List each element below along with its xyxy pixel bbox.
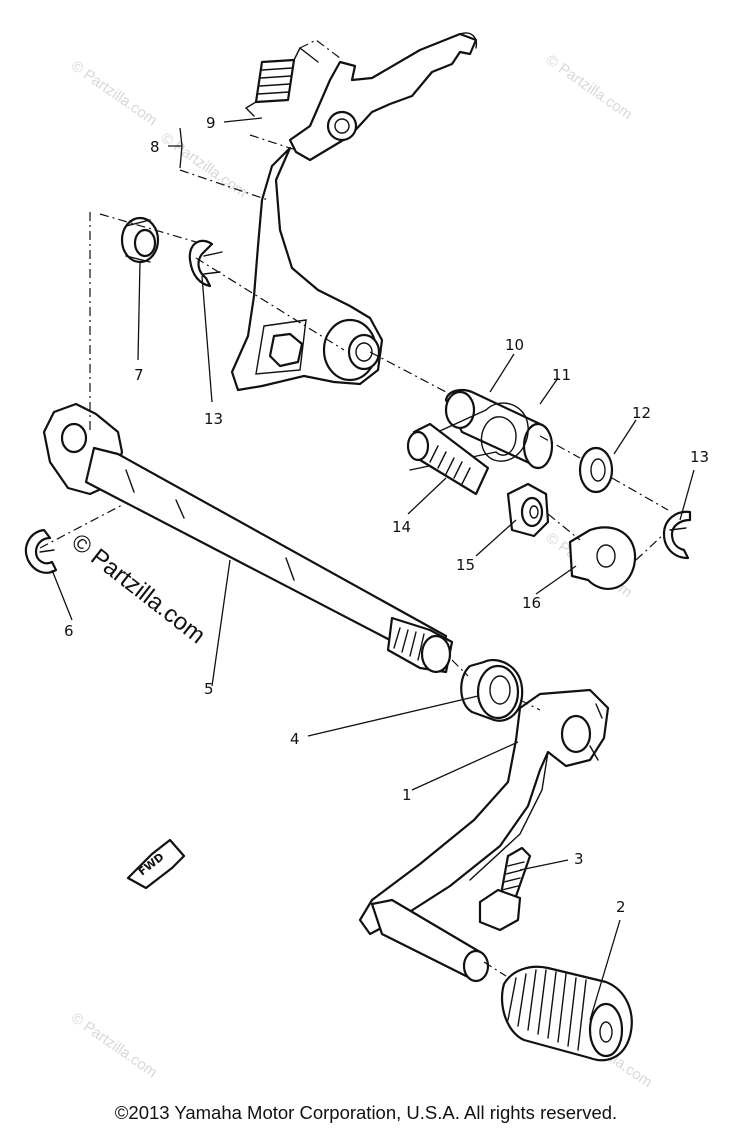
watermark-large: © Partzilla.com: [66, 528, 210, 649]
shift-pedal-part-1: [358, 688, 610, 983]
callout-16: 16: [522, 594, 541, 612]
pedal-rubber-part-2: [500, 965, 633, 1062]
callout-9: 9: [206, 114, 216, 132]
lockwasher-part-16: [568, 526, 637, 590]
callout-4: 4: [290, 730, 300, 748]
callout-7: 7: [134, 366, 144, 384]
callout-14: 14: [392, 518, 411, 536]
callout-11: 11: [552, 366, 571, 384]
circlip-part-13-right: [662, 510, 692, 560]
shift-arm-part-8: [230, 32, 478, 392]
callout-13-right: 13: [690, 448, 709, 466]
washer-part-12: [578, 446, 614, 494]
callout-8: 8: [150, 138, 160, 156]
callout-labels: 1 2 3 4 5 6 7 8 9 10 11 12 13 13 14 15 1…: [64, 114, 709, 916]
ering-part-6: [24, 528, 58, 574]
callout-13-upper: 13: [204, 410, 223, 428]
circlip-part-13-upper: [188, 239, 223, 288]
callout-6: 6: [64, 622, 74, 640]
leader-lines: [51, 117, 695, 1021]
bushing-part-7: [120, 216, 160, 264]
collar-part-10: [444, 389, 554, 470]
watermark-upper-left: © Partzilla.com: [158, 129, 251, 201]
watermark-top-right: © Partzilla.com: [543, 51, 636, 123]
shift-shaft-part-5: [42, 402, 454, 674]
callout-10: 10: [505, 336, 524, 354]
callout-12: 12: [632, 404, 651, 422]
assembly-centerlines: [39, 39, 669, 977]
oil-seal-part-4: [460, 659, 524, 722]
bolt-part-14: [406, 422, 490, 496]
fwd-direction-arrow: FWD: [126, 838, 186, 890]
watermarks: © Partzilla.com © Partzilla.com © Partzi…: [66, 51, 655, 1091]
callout-3: 3: [574, 850, 584, 868]
spring-part-9: [245, 47, 319, 117]
nut-part-15: [506, 482, 550, 538]
pedal-bolt-part-3: [478, 846, 532, 932]
copyright-notice: ©2013 Yamaha Motor Corporation, U.S.A. A…: [114, 1102, 618, 1123]
watermark-top-left: © Partzilla.com: [68, 57, 161, 129]
callout-1: 1: [402, 786, 412, 804]
callout-5: 5: [204, 680, 214, 698]
callout-15: 15: [456, 556, 475, 574]
watermark-bottom-left: © Partzilla.com: [68, 1009, 161, 1081]
callout-2: 2: [616, 898, 626, 916]
